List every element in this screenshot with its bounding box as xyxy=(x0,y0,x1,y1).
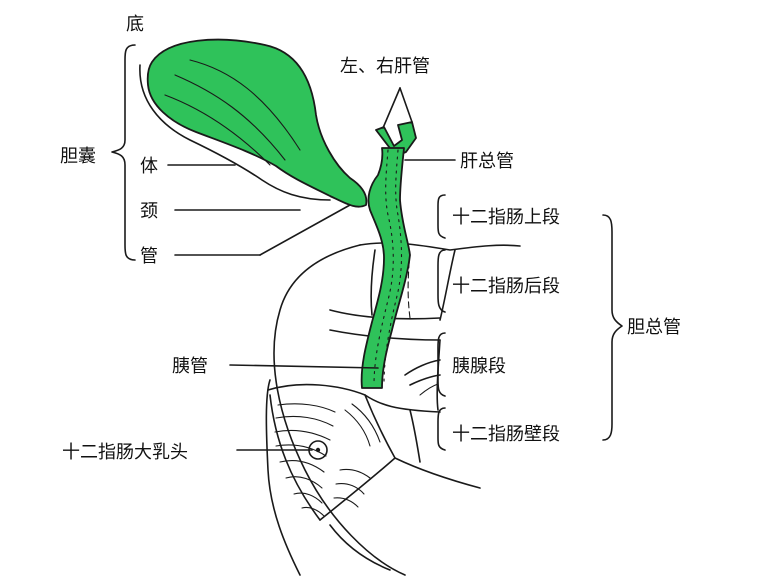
label-common-hepatic-duct: 肝总管 xyxy=(460,151,514,172)
label-hepatic-ducts: 左、右肝管 xyxy=(340,56,430,77)
label-fundus: 底 xyxy=(126,14,144,35)
label-common-bile-duct: 胆总管 xyxy=(627,317,681,338)
label-body: 体 xyxy=(140,156,158,177)
label-pancreatic-segment: 胰腺段 xyxy=(452,356,506,377)
label-cystic-duct: 管 xyxy=(140,246,158,267)
label-gallbladder: 胆囊 xyxy=(60,146,96,167)
label-neck: 颈 xyxy=(140,201,158,222)
label-supraduodenal: 十二指肠上段 xyxy=(452,207,560,228)
mucosal-folds xyxy=(274,403,381,517)
bile-ducts xyxy=(360,121,417,389)
label-pancreatic-duct: 胰管 xyxy=(172,356,208,377)
leader-lines xyxy=(167,87,456,460)
label-major-papilla: 十二指肠大乳头 xyxy=(62,442,188,463)
braces xyxy=(111,44,623,451)
label-intramural: 十二指肠壁段 xyxy=(452,424,560,445)
labels: 底 胆囊 体 颈 管 左、右肝管 肝总管 十二指肠上段 十二指肠后段 胆总管 胰… xyxy=(60,14,681,463)
label-retroduodenal: 十二指肠后段 xyxy=(452,276,560,297)
gallbladder xyxy=(139,38,368,208)
